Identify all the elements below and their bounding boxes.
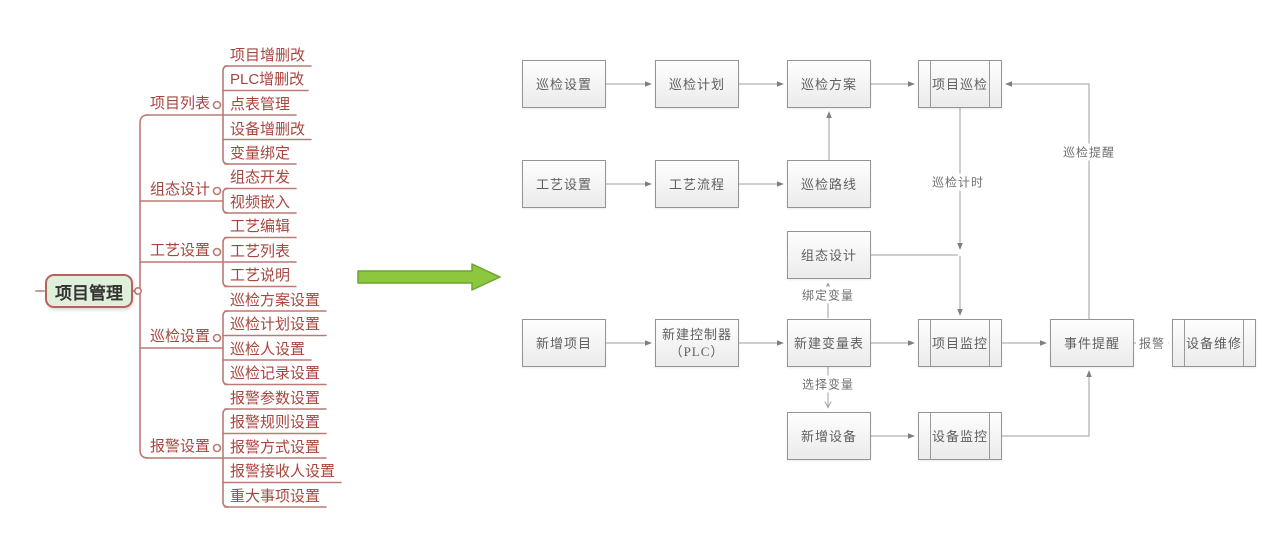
flow-node-process-settings: 工艺设置 <box>522 160 606 208</box>
mindmap-root-label: 项目管理 <box>55 283 123 303</box>
edge-label-inspection-timing: 巡检计时 <box>928 173 988 191</box>
flow-node-device-monitoring: 设备监控 <box>918 412 1002 460</box>
mindmap-leaf: PLC增删改 <box>230 71 305 88</box>
mindmap-branch-configuration-design: 组态设计 <box>150 181 211 198</box>
mindmap-leaf: 工艺列表 <box>230 243 291 260</box>
flow-node-new-controller-plc: 新建控制器 （PLC） <box>655 319 739 367</box>
flow-node-process-flow: 工艺流程 <box>655 160 739 208</box>
flowchart-edges <box>606 81 1169 439</box>
mindmap-branch-project-list: 项目列表 <box>150 95 211 112</box>
mindmap-leaf: 设备增删改 <box>230 121 306 138</box>
flow-node-new-project: 新增项目 <box>522 319 606 367</box>
mindmap-branch-inspection-settings: 巡检设置 <box>150 328 211 345</box>
mindmap-branch-process-settings: 工艺设置 <box>150 242 211 259</box>
mindmap-leaf: 工艺编辑 <box>230 218 291 235</box>
mindmap-leaf: 变量绑定 <box>230 145 291 162</box>
flow-node-configuration-design: 组态设计 <box>787 231 871 279</box>
mindmap-connectors <box>35 65 342 508</box>
flow-node-inspection-route: 巡检路线 <box>787 160 871 208</box>
mindmap-leaf: 巡检方案设置 <box>230 292 321 309</box>
flow-node-inspection-plan: 巡检计划 <box>655 60 739 108</box>
flow-node-device-maintenance: 设备维修 <box>1172 319 1256 367</box>
edge-label-bind-variable: 绑定变量 <box>798 286 858 304</box>
flow-node-project-inspection: 项目巡检 <box>918 60 1002 108</box>
flow-node-project-monitoring: 项目监控 <box>918 319 1002 367</box>
mindmap-leaf: 巡检人设置 <box>230 341 306 358</box>
flow-node-inspection-settings: 巡检设置 <box>522 60 606 108</box>
mindmap-leaf: 报警规则设置 <box>230 414 321 431</box>
mindmap-leaf: 报警参数设置 <box>230 390 321 407</box>
edge-label-inspection-reminder: 巡检提醒 <box>1059 143 1119 161</box>
mindmap-leaf: 报警接收人设置 <box>230 463 336 480</box>
flow-node-new-variable-table: 新建变量表 <box>787 319 871 367</box>
edge-label-alarm: 报警 <box>1135 334 1169 352</box>
flow-node-inspection-scheme: 巡检方案 <box>787 60 871 108</box>
mindmap-leaf: 报警方式设置 <box>230 439 321 456</box>
mindmap-branch-alarm-settings: 报警设置 <box>150 438 211 455</box>
edge-label-select-variable: 选择变量 <box>798 375 858 393</box>
mindmap-leaf: 项目增删改 <box>230 47 306 64</box>
mindmap-leaf: 点表管理 <box>230 96 291 113</box>
flow-node-event-reminder: 事件提醒 <box>1050 319 1134 367</box>
transform-arrow <box>357 263 501 291</box>
mindmap-leaf: 工艺说明 <box>230 267 291 284</box>
mindmap-leaf: 巡检计划设置 <box>230 316 321 333</box>
mindmap-root-node: 项目管理 <box>45 274 133 308</box>
mindmap-leaf: 巡检记录设置 <box>230 365 321 382</box>
flow-node-new-device: 新增设备 <box>787 412 871 460</box>
mindmap-leaf: 重大事项设置 <box>230 488 321 505</box>
mindmap-leaf: 组态开发 <box>230 169 291 186</box>
mindmap-leaf: 视频嵌入 <box>230 194 291 211</box>
